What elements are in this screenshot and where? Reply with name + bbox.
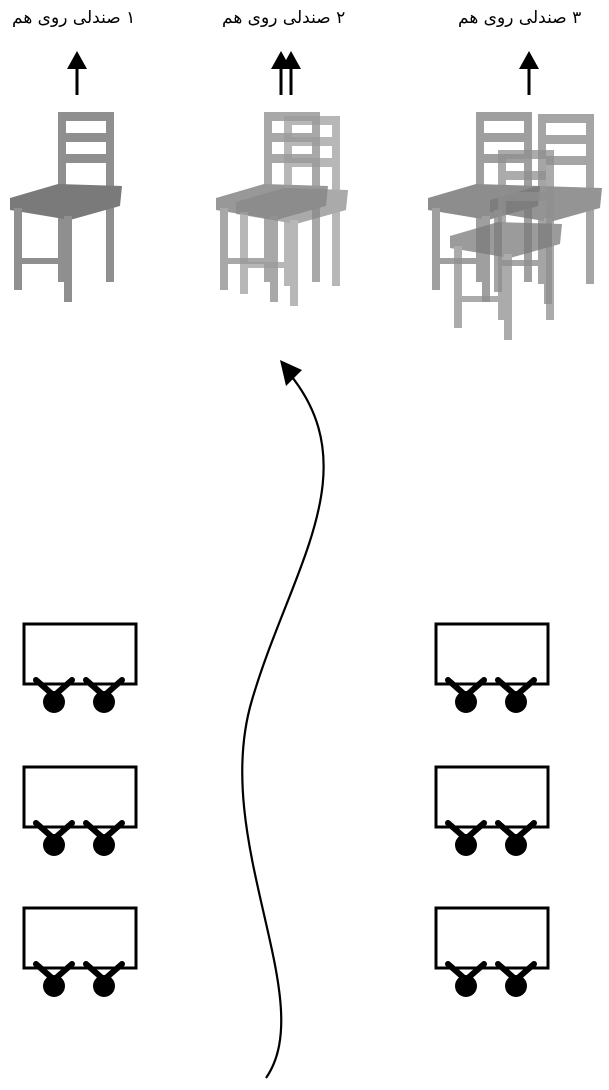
desk-with-seats-icon [436,624,548,713]
label-three-chairs-stacked: ۳ صندلی روی هم [458,8,582,28]
label-one-chair-stacked: ۱ صندلی روی هم [12,8,136,28]
double-arrow-up-icon [269,49,303,97]
arrow-up-icon [517,49,541,97]
label-two-chairs-stacked: ۲ صندلی روی هم [222,8,346,28]
chair-stack-two [216,112,348,306]
chair-stack-three [428,112,602,340]
chair-icon [10,112,122,302]
desk-with-seats-icon [436,767,548,856]
curved-path-arrow-icon [241,360,325,1079]
desk-with-seats-icon [24,908,136,997]
desk-with-seats-icon [436,908,548,997]
arrow-up-icon [65,49,89,97]
desk-with-seats-icon [24,767,136,856]
desk-with-seats-icon [24,624,136,713]
